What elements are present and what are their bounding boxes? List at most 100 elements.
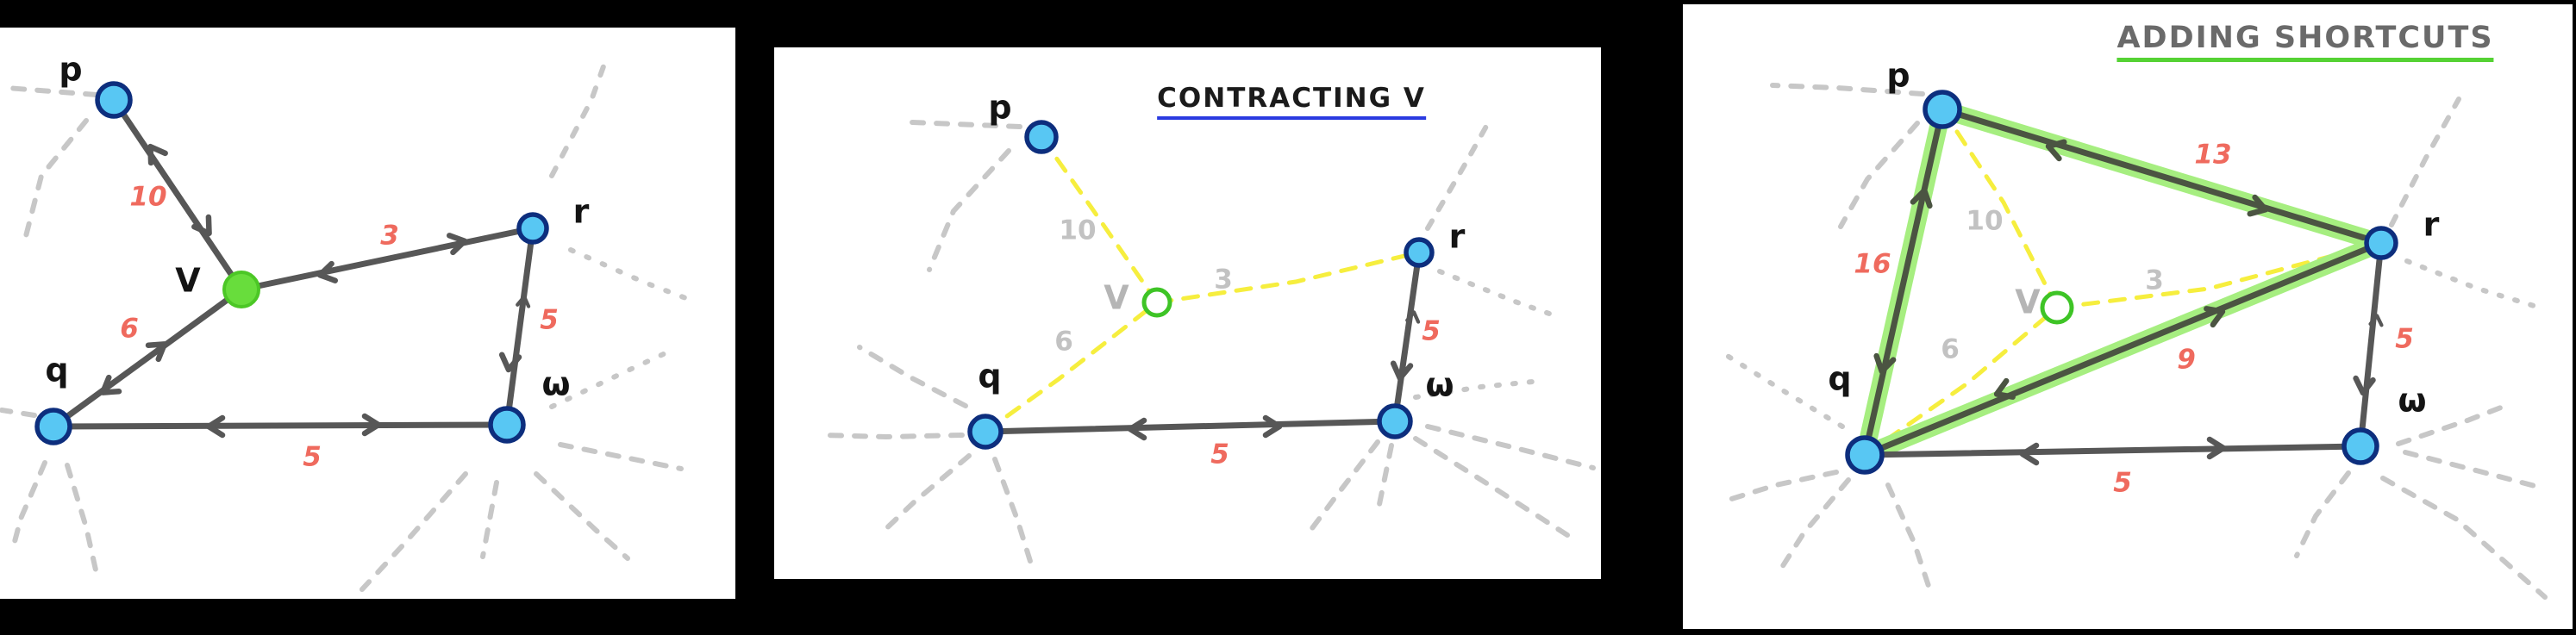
edge-v-r-arrowhead xyxy=(316,260,339,283)
background-edge-stub xyxy=(9,460,47,554)
edge-q-r-arrowhead xyxy=(2204,306,2226,328)
background-edge-stub xyxy=(568,247,697,304)
edge-q-p-arrowhead xyxy=(1910,187,1933,209)
edge-r-w xyxy=(503,225,536,428)
background-edge-stub xyxy=(2404,258,2542,310)
edge-r-w-weight: 5 xyxy=(540,305,559,336)
edge-p-v-weight: 10 xyxy=(1059,215,1096,246)
node-w xyxy=(488,406,526,444)
node-label-q: q xyxy=(978,358,1001,395)
node-w xyxy=(1377,403,1413,439)
background-edge-stub xyxy=(4,85,99,97)
node-v xyxy=(1141,287,1172,318)
node-q xyxy=(1845,435,1885,475)
edge-p-v xyxy=(1039,134,1160,305)
edge-p-v-arrowhead xyxy=(147,143,168,166)
edge-q-w-weight: 5 xyxy=(1210,439,1229,470)
edge-v-r-arrowhead xyxy=(446,233,468,256)
edge-p-v-weight: 10 xyxy=(1966,206,2003,237)
node-q xyxy=(967,414,1004,450)
node-q xyxy=(34,408,72,445)
background-edge-stub xyxy=(549,54,610,178)
node-v xyxy=(2040,290,2074,325)
background-edge-stub xyxy=(2396,403,2508,446)
background-edge-stub xyxy=(480,480,499,559)
edge-r-w-arrowhead xyxy=(2368,314,2384,327)
background-edge-stub xyxy=(1375,443,1394,515)
node-label-q: q xyxy=(1828,360,1851,398)
background-edge-stub xyxy=(2389,96,2461,227)
node-r xyxy=(2364,226,2398,260)
node-label-r: r xyxy=(1449,218,1466,256)
edge-q-r-arrowhead xyxy=(1993,377,2016,400)
edge-q-p xyxy=(1861,106,1946,458)
edge-p-r xyxy=(1939,106,2385,246)
background-edge-stub xyxy=(1723,352,1845,429)
edge-v-r-weight: 3 xyxy=(2145,265,2164,296)
node-label-p: p xyxy=(1886,57,1910,95)
edge-q-r-weight: 9 xyxy=(2177,345,2196,376)
background-edge-stub xyxy=(822,433,965,440)
edge-q-v xyxy=(1862,305,2060,458)
edge-p-v-weight: 10 xyxy=(129,182,166,213)
edge-q-r xyxy=(1861,240,2385,458)
background-edge-stub xyxy=(360,471,468,592)
background-edge-stub xyxy=(1723,470,1839,503)
edge-q-w-arrowhead xyxy=(1262,414,1283,439)
background-edge-stub xyxy=(857,345,968,408)
node-r xyxy=(516,212,549,245)
edge-r-w-weight: 5 xyxy=(2395,324,2414,355)
background-edge-stub xyxy=(1770,83,1925,96)
node-r xyxy=(1404,237,1435,268)
edge-q-v xyxy=(983,300,1160,434)
edge-q-w xyxy=(50,421,510,430)
background-edge-stub xyxy=(558,442,684,471)
background-edge-stub xyxy=(2380,476,2548,600)
background-edge-stub xyxy=(2294,470,2351,558)
edge-p-v xyxy=(1940,107,2060,310)
node-label-p: p xyxy=(59,51,82,89)
edge-p-r-arrowhead xyxy=(2045,139,2067,162)
node-label-v: V xyxy=(175,262,201,300)
panel-title: ADDING SHORTCUTS xyxy=(2116,23,2494,62)
edge-r-w-arrowhead xyxy=(1390,360,1414,382)
background-edge-stub xyxy=(2403,450,2541,489)
edge-q-w-arrowhead xyxy=(205,414,226,439)
background-edge-stub xyxy=(1310,439,1380,531)
node-p xyxy=(95,81,133,119)
node-label-v: V xyxy=(1104,279,1129,317)
background-edge-stub xyxy=(0,408,37,418)
edge-q-p-arrowhead xyxy=(1873,352,1897,375)
edge-q-w-weight: 5 xyxy=(2113,468,2132,499)
edge-v-r xyxy=(1154,250,1422,305)
node-w xyxy=(2342,427,2379,465)
panel-title: CONTRACTING V xyxy=(1157,85,1426,120)
edge-q-v-weight: 6 xyxy=(120,314,139,345)
background-edge-stub xyxy=(877,453,972,538)
node-v xyxy=(222,271,260,308)
edge-r-w-arrowhead xyxy=(516,295,531,308)
edge-q-w-arrowhead xyxy=(2019,442,2040,466)
node-label-r: r xyxy=(2423,206,2440,244)
background-edge-stub xyxy=(1413,379,1535,400)
background-edge-stub xyxy=(65,463,99,576)
background-edge-stub xyxy=(534,471,630,561)
node-label-p: p xyxy=(988,89,1011,127)
edge-q-w xyxy=(982,418,1398,435)
node-label-w: ω xyxy=(1425,366,1454,404)
edge-p-v-arrowhead xyxy=(191,214,212,237)
edge-r-w xyxy=(1391,249,1422,425)
edge-v-r-weight: 3 xyxy=(1214,265,1233,296)
background-edge-stub xyxy=(1437,269,1554,317)
edge-p-r-arrowhead xyxy=(2247,194,2269,217)
background-edge-stub xyxy=(927,148,1011,272)
edge-q-w-arrowhead xyxy=(1127,417,1147,441)
edge-r-w xyxy=(2357,240,2385,450)
background-edge-stub xyxy=(1838,121,1920,229)
background-edge-stub xyxy=(1413,436,1570,538)
background-edge-stub xyxy=(992,457,1035,572)
edge-p-r-weight: 13 xyxy=(2194,140,2231,171)
node-p xyxy=(1024,120,1059,154)
